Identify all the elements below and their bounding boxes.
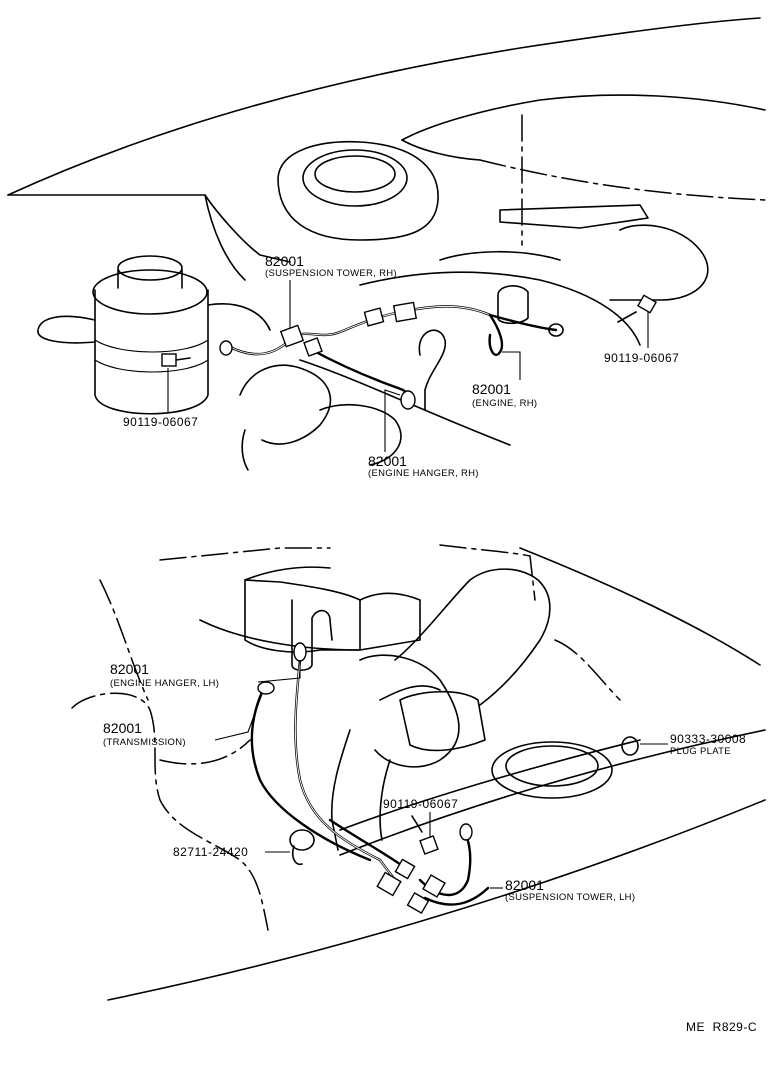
strut-top-lh <box>491 741 613 799</box>
connector-susp-lh-a <box>376 871 402 897</box>
intake-pipe-lower-2 <box>379 759 391 841</box>
bottom-apron-line <box>339 739 641 831</box>
connector-susp-lh-d <box>406 891 430 915</box>
label-part-transmission: 82001 <box>103 720 142 736</box>
top-fender-line <box>401 94 766 141</box>
bottom-dash-mid <box>99 579 149 701</box>
strut-cap-lh <box>505 745 599 787</box>
connector-engine-rh-a <box>363 307 385 327</box>
label-bolt-tank: 90119-06067 <box>123 415 198 429</box>
figure-code: ME R829-C <box>686 1020 757 1034</box>
label-desc-plug-plate: PLUG PLATE <box>670 746 731 757</box>
bottom-hood-line <box>107 799 766 1001</box>
leader-hanger-lh <box>257 660 301 683</box>
plug-plate <box>621 736 639 756</box>
label-part-susp-rh: 82001 <box>265 253 304 269</box>
label-clamp: 82711-24420 <box>173 845 248 859</box>
bolt-tank <box>161 353 191 367</box>
bottom-body-line <box>339 729 766 856</box>
strut-tower <box>277 140 439 241</box>
top-engine-ridge-3 <box>439 250 561 261</box>
terminal-hanger-lh <box>293 642 307 662</box>
bottom-dash-top <box>159 547 331 561</box>
top-right-bracket <box>499 204 649 229</box>
label-desc-susp-rh: (SUSPENSION TOWER, RH) <box>265 268 397 279</box>
top-engine-shape-2 <box>241 429 249 471</box>
top-fender-edge <box>401 139 481 161</box>
engine-bracket-rh <box>497 285 529 325</box>
label-part-engine-rh: 82001 <box>472 381 511 397</box>
ring-terminal-lh <box>459 823 473 841</box>
label-desc-hanger-rh: (ENGINE HANGER, RH) <box>368 468 479 479</box>
bolt-lh <box>411 815 439 855</box>
terminal-hanger-rh <box>400 390 416 410</box>
engine-top-edge <box>199 619 361 651</box>
label-desc-susp-lh: (SUSPENSION TOWER, LH) <box>505 892 635 903</box>
tank-hose-right <box>207 303 271 331</box>
engine-hanger-lh-bracket <box>291 599 333 672</box>
engine-block-face <box>359 592 421 651</box>
label-part-plug-plate: 90333-30008 <box>670 732 746 746</box>
wire-clamp <box>289 829 315 866</box>
label-desc-engine-rh: (ENGINE, RH) <box>472 398 537 409</box>
terminal-transmission <box>257 681 275 695</box>
ring-terminal-rh <box>548 323 564 337</box>
lh-harness <box>250 658 490 906</box>
leader-hanger-rh <box>384 389 401 452</box>
tank-hose <box>37 315 96 344</box>
strut-cap <box>314 155 396 193</box>
intake-clamp <box>399 690 486 752</box>
top-dash-diag <box>479 159 766 201</box>
top-engine-shape <box>239 364 332 445</box>
top-view: 82001 (SUSPENSION TOWER, RH) 82001 (ENGI… <box>7 17 766 479</box>
label-part-hanger-rh: 82001 <box>368 453 407 469</box>
top-engine-ridge <box>299 359 511 446</box>
label-part-hanger-lh: 82001 <box>110 661 149 677</box>
label-bolt-right-rh: 90119-06067 <box>604 351 679 365</box>
top-engine-shape-3 <box>319 404 402 466</box>
bottom-dash-left <box>71 692 269 931</box>
label-bolt-lh: 90119-06067 <box>383 797 458 811</box>
top-hood-line <box>7 17 761 196</box>
bottom-view: 82001 (ENGINE HANGER, LH) 82001 (TRANSMI… <box>71 544 766 1001</box>
strut-top <box>302 149 408 207</box>
intake-pipe-body <box>359 654 460 768</box>
intake-pipe-bottom <box>379 685 441 701</box>
connector-susp-lh-c <box>422 874 446 898</box>
intake-pipe-top <box>394 568 551 706</box>
bottom-dash-right <box>554 639 621 701</box>
leader-engine-rh <box>502 351 521 380</box>
top-hook <box>418 329 447 411</box>
engine-top-edge-2 <box>244 566 331 581</box>
terminal-tank-end <box>219 340 233 356</box>
label-desc-transmission: (TRANSMISSION) <box>103 737 186 748</box>
connector-susp-rh <box>279 324 305 348</box>
connector-susp-lh-b <box>394 858 416 880</box>
top-body-line-2 <box>204 194 246 281</box>
label-part-susp-lh: 82001 <box>505 877 544 893</box>
intake-pipe-lower <box>330 729 351 851</box>
bottom-dash-top-2 <box>439 544 536 601</box>
connector-mid-rh <box>303 337 323 357</box>
top-body-line <box>7 194 291 263</box>
connector-engine-rh-b <box>392 301 418 323</box>
leader-transmission <box>214 693 263 741</box>
top-engine-ridge-2 <box>359 271 641 346</box>
label-desc-hanger-lh: (ENGINE HANGER, LH) <box>110 678 219 689</box>
bottom-dash-low <box>159 739 251 765</box>
engine-block-lh <box>244 579 361 653</box>
bolt-right-rh <box>617 294 658 323</box>
bottom-fender-line <box>519 547 761 666</box>
reservoir-tank <box>92 255 209 415</box>
top-right-pipe <box>609 224 709 301</box>
